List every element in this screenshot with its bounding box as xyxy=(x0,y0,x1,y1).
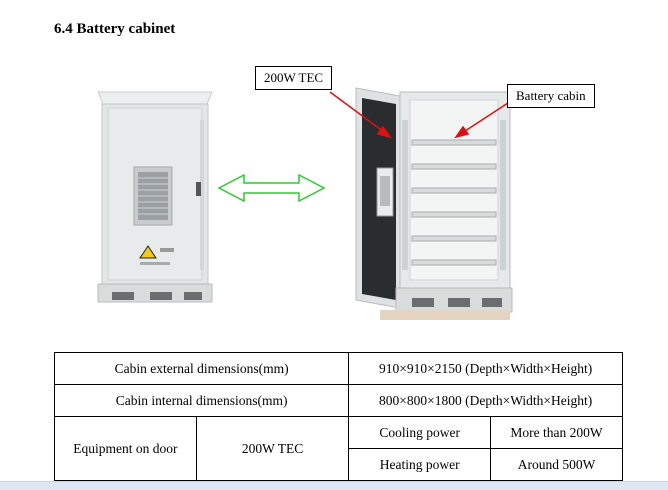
tec-callout-label: 200W TEC xyxy=(255,66,333,90)
table-row: Cabin external dimensions(mm) 910×910×21… xyxy=(53,352,623,385)
table-row: Equipment on door 200W TEC Cooling power… xyxy=(54,416,623,481)
table-row: Cabin internal dimensions(mm) 800×800×18… xyxy=(53,384,623,417)
closed-cabinet-image xyxy=(97,91,213,303)
battery-cabin-callout-label: Battery cabin xyxy=(507,84,595,108)
double-arrow-icon xyxy=(217,173,326,203)
section-heading: 6.4 Battery cabinet xyxy=(54,21,176,37)
cooling-power-label: Cooling power xyxy=(348,416,492,449)
cooling-power-value: More than 200W xyxy=(490,416,623,449)
open-cabinet-image xyxy=(355,87,513,320)
cabinet-figure xyxy=(97,87,513,320)
internal-dimensions-value: 800×800×1800 (Depth×Width×Height) xyxy=(348,384,623,417)
internal-dimensions-label: Cabin internal dimensions(mm) xyxy=(53,384,350,417)
heating-power-value: Around 500W xyxy=(490,448,623,481)
heating-power-label: Heating power xyxy=(348,448,492,481)
external-dimensions-value: 910×910×2150 (Depth×Width×Height) xyxy=(348,352,623,385)
equipment-on-door-value: 200W TEC xyxy=(195,416,350,481)
bottom-bar xyxy=(0,481,668,490)
equipment-on-door-label: Equipment on door xyxy=(54,416,197,481)
table-row: Heating power Around 500W xyxy=(55,448,623,481)
external-dimensions-label: Cabin external dimensions(mm) xyxy=(53,352,350,385)
callout-arrows xyxy=(329,91,509,139)
spec-table: Cabin external dimensions(mm) 910×910×21… xyxy=(53,352,623,481)
